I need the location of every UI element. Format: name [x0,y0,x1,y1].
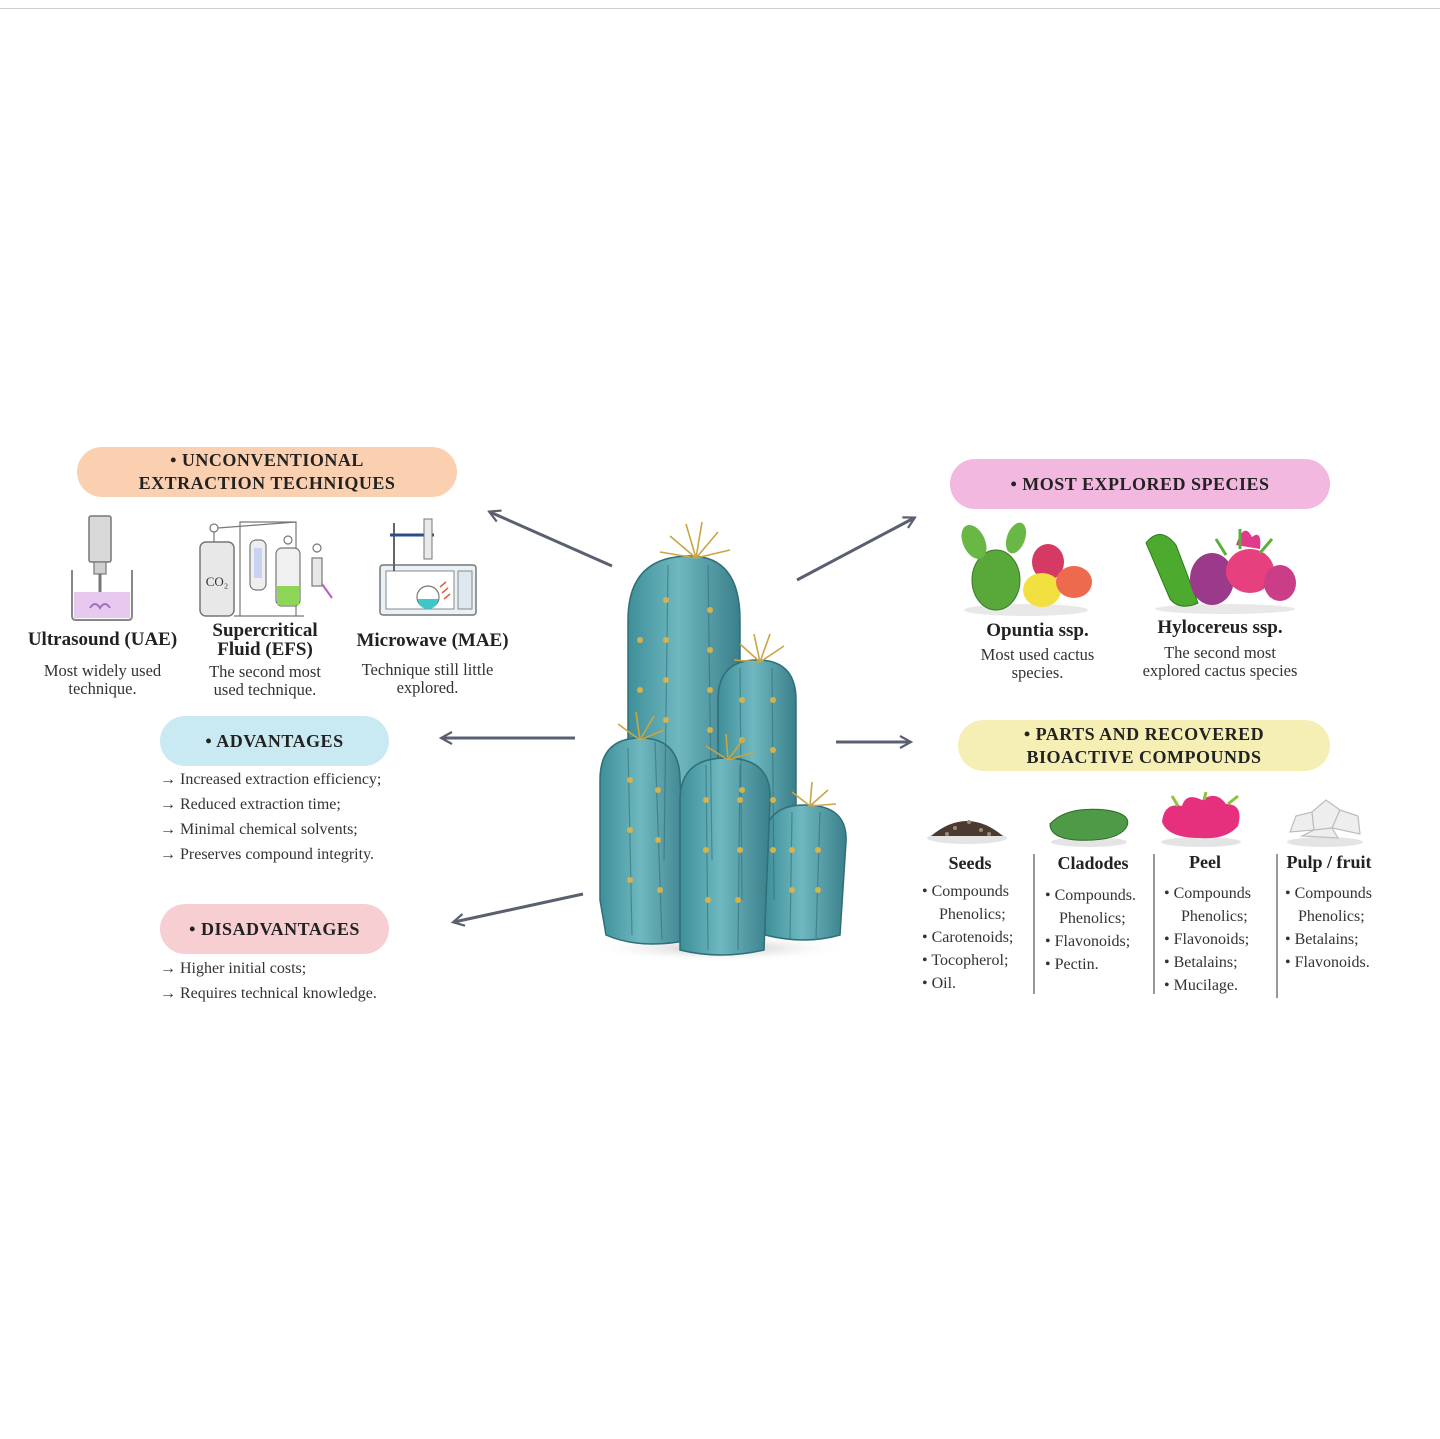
part-item: • Flavonoids; [1045,933,1131,950]
parts-header-line1: • PARTS AND RECOVERED [1023,723,1265,744]
arrow-icon [796,518,914,582]
part-item: • Compounds [1164,885,1251,902]
technique-ultrasound-desc2: technique. [68,679,137,698]
disadvantages-header: • DISADVANTAGES [160,904,389,954]
technique-microwave-desc2: explored. [396,678,459,697]
species-hylocereus-desc2: explored cactus species [1142,661,1298,680]
part-item: • Flavonoids. [1285,954,1370,971]
species-header-label: • MOST EXPLORED SPECIES [1010,473,1270,494]
column-divider [1033,854,1035,994]
part-list-peel: • Compounds Phenolics; • Flavonoids; • B… [1164,882,1274,997]
technique-supercritical-name2: Fluid (EFS) [217,639,313,660]
advantages-header-label: • ADVANTAGES [205,730,344,751]
disadvantages-item: Requires technical knowledge. [160,981,420,1006]
species-opuntia-desc1: Most used cactus [980,645,1095,664]
advantages-header: • ADVANTAGES [160,716,389,766]
technique-supercritical-name1: Supercritical [212,620,318,641]
co2-label: CO₂ [206,574,229,589]
species-header: • MOST EXPLORED SPECIES [950,459,1330,509]
advantages-item: Preserves compound integrity. [160,842,420,867]
part-title-pulp: Pulp / fruit [1286,852,1372,872]
column-divider [1276,854,1278,998]
technique-supercritical-desc2: used technique. [213,680,317,699]
cladode-icon [1049,808,1129,847]
technique-supercritical-name: Supercritical Fluid (EFS) [190,621,340,659]
part-item: • Carotenoids; [922,929,1014,946]
arrow-icon [454,892,584,922]
extraction-header-line1: • UNCONVENTIONAL [170,450,364,470]
part-item: • Betalains; [1164,954,1238,971]
top-divider [0,8,1440,9]
extraction-header: • UNCONVENTIONAL EXTRACTION TECHNIQUES [77,447,457,497]
advantages-item: Minimal chemical solvents; [160,817,420,842]
technique-supercritical-desc: The second most used technique. [190,663,340,699]
part-list-cladodes: • Compounds. Phenolics; • Flavonoids; • … [1045,884,1155,976]
disadvantages-header-label: • DISADVANTAGES [189,918,360,939]
microwave-oven-icon [379,518,477,616]
part-item: • Flavonoids; [1164,931,1250,948]
part-item: Phenolics; [1181,908,1248,925]
species-hylocereus-desc: The second most explored cactus species [1120,644,1320,680]
species-opuntia-desc: Most used cactus species. [955,646,1120,682]
advantages-list: Increased extraction efficiency; Reduced… [160,767,420,867]
extraction-header-line2: EXTRACTION TECHNIQUES [138,473,396,493]
disadvantages-item: Higher initial costs; [160,956,420,981]
part-item: • Compounds. [1045,887,1136,904]
part-item: • Compounds [1285,885,1372,902]
pulp-icon [1287,799,1363,847]
part-title-peel: Peel [1189,852,1221,872]
technique-microwave-desc: Technique still little explored. [350,661,505,697]
technique-microwave-desc1: Technique still little [361,660,494,679]
parts-header-line2: BIOACTIVE COMPOUNDS [1026,746,1262,767]
parts-header: • PARTS AND RECOVERED BIOACTIVE COMPOUND… [958,720,1330,771]
part-item: • Compounds [922,883,1009,900]
technique-ultrasound-desc: Most widely used technique. [20,662,185,698]
arrow-icon [490,512,613,568]
part-item: • Oil. [922,975,957,992]
part-item: Phenolics; [1298,908,1365,925]
part-item: • Pectin. [1045,956,1099,973]
technique-ultrasound-name: Ultrasound (UAE) [27,629,178,650]
species-opuntia-name: Opuntia ssp. [986,620,1089,641]
ultrasound-device-icon [71,515,133,621]
peel-icon [1161,792,1241,847]
part-title-cladodes: Cladodes [1057,853,1129,873]
disadvantages-list: Higher initial costs; Requires technical… [160,956,420,1006]
part-item: • Mucilage. [1164,977,1239,994]
column-divider [1153,854,1155,994]
seeds-icon [927,820,1007,844]
species-hylocereus-name: Hylocereus ssp. [1157,617,1283,638]
technique-microwave-name: Microwave (MAE) [356,630,509,651]
dragon-fruit-icon [1145,529,1296,614]
species-hylocereus-desc1: The second most [1164,643,1276,662]
supercritical-apparatus-icon: CO₂ [199,521,333,617]
technique-ultrasound-desc1: Most widely used [43,661,162,680]
part-item: Phenolics; [939,906,1006,923]
part-list-seeds: • Compounds Phenolics; • Carotenoids; • … [922,880,1032,995]
part-list-pulp: • Compounds Phenolics; • Betalains; • Fl… [1285,882,1395,974]
opuntia-fruit-icon [961,522,1092,616]
species-opuntia-desc2: species. [1011,663,1064,682]
part-item: • Tocopherol; [922,952,1009,969]
part-item: • Betalains; [1285,931,1359,948]
part-item: Phenolics; [1059,910,1126,927]
part-title-seeds: Seeds [948,853,992,873]
advantages-item: Increased extraction efficiency; [160,767,420,792]
technique-supercritical-desc1: The second most [209,662,321,681]
advantages-item: Reduced extraction time; [160,792,420,817]
